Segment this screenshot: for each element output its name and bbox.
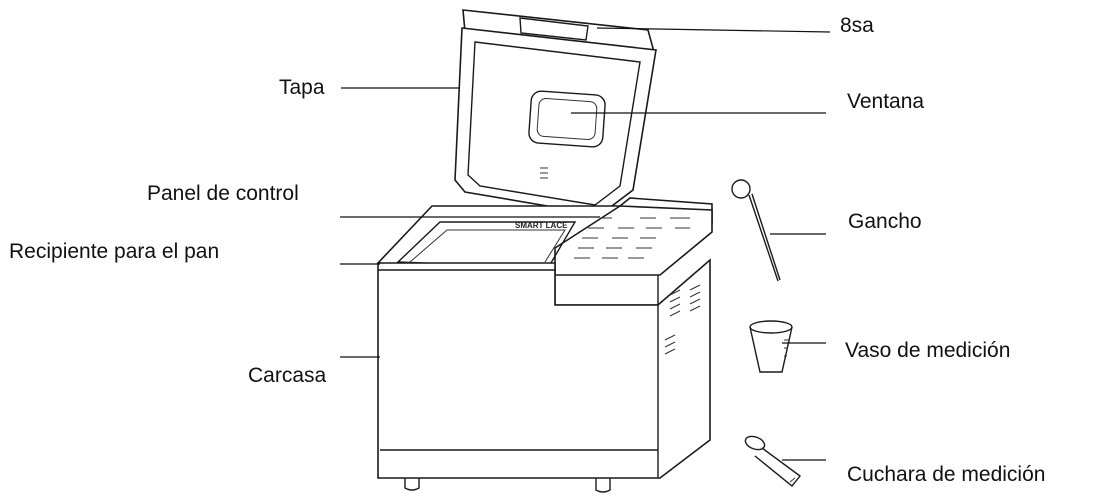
measuring-cup <box>749 320 793 373</box>
label-lid: Tapa <box>279 76 325 99</box>
label-bread-pan: Recipiente para el pan <box>9 240 220 263</box>
leader-lines <box>340 27 831 461</box>
measuring-spoon <box>744 435 802 487</box>
kneading-hook <box>731 179 781 282</box>
label-hook: Gancho <box>848 210 922 233</box>
panel-brand-text: SMART LACE <box>515 221 568 230</box>
label-control-panel: Panel de control <box>147 182 299 205</box>
label-measuring-spoon: Cuchara de medición <box>847 463 1046 486</box>
label-housing: Carcasa <box>248 364 327 387</box>
label-window: Ventana <box>847 90 925 113</box>
label-hinge: 8sa <box>840 14 874 37</box>
body <box>376 197 713 493</box>
label-measuring-cup: Vaso de medición <box>845 339 1011 362</box>
